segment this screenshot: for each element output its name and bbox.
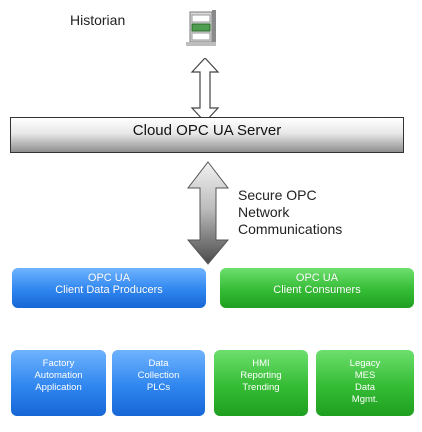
historian-server-double-arrow (190, 57, 220, 123)
card-line: Trending (242, 382, 280, 393)
card-line: Legacy (349, 358, 381, 369)
card-line: Factory (42, 358, 75, 369)
card-line: Collection (137, 370, 180, 381)
database-server-icon (185, 6, 225, 50)
server-title: Cloud OPC UA Server (132, 121, 282, 139)
secure-line-3: Communications (238, 221, 343, 237)
historian-label: Historian (70, 12, 126, 28)
card-line: Data (354, 382, 376, 393)
cloud-opc-ua-server-bar: Cloud OPC UA Server (10, 117, 404, 153)
secure-line-2: Network (238, 204, 290, 220)
card-line: Application (35, 382, 82, 393)
data-collection-card: Data Collection PLCs (112, 350, 205, 416)
opc-ua-client-producers-box: OPC UA Client Data Producers (12, 268, 206, 308)
producers-title: OPC UA (87, 272, 131, 284)
producers-subtitle: Client Data Producers (55, 284, 163, 296)
card-line: MES (354, 370, 376, 381)
consumers-title: OPC UA (295, 272, 339, 284)
card-line: HMI (252, 358, 270, 369)
card-line: Automation (34, 370, 83, 381)
hmi-reporting-card: HMI Reporting Trending (214, 350, 308, 416)
secure-network-text: Secure OPC Network Communications (238, 187, 342, 238)
card-line: PLCs (146, 382, 171, 393)
legacy-mes-card: Legacy MES Data Mgmt. (316, 350, 414, 416)
card-line: Mgmt. (351, 394, 379, 405)
card-line: Data (148, 358, 169, 369)
consumers-subtitle: Client Consumers (273, 284, 361, 296)
opc-ua-client-consumers-box: OPC UA Client Consumers (220, 268, 414, 308)
secure-network-double-arrow (186, 160, 230, 266)
secure-line-1: Secure OPC (238, 187, 317, 203)
card-line: Reporting (240, 370, 282, 381)
factory-automation-card: Factory Automation Application (11, 350, 106, 416)
